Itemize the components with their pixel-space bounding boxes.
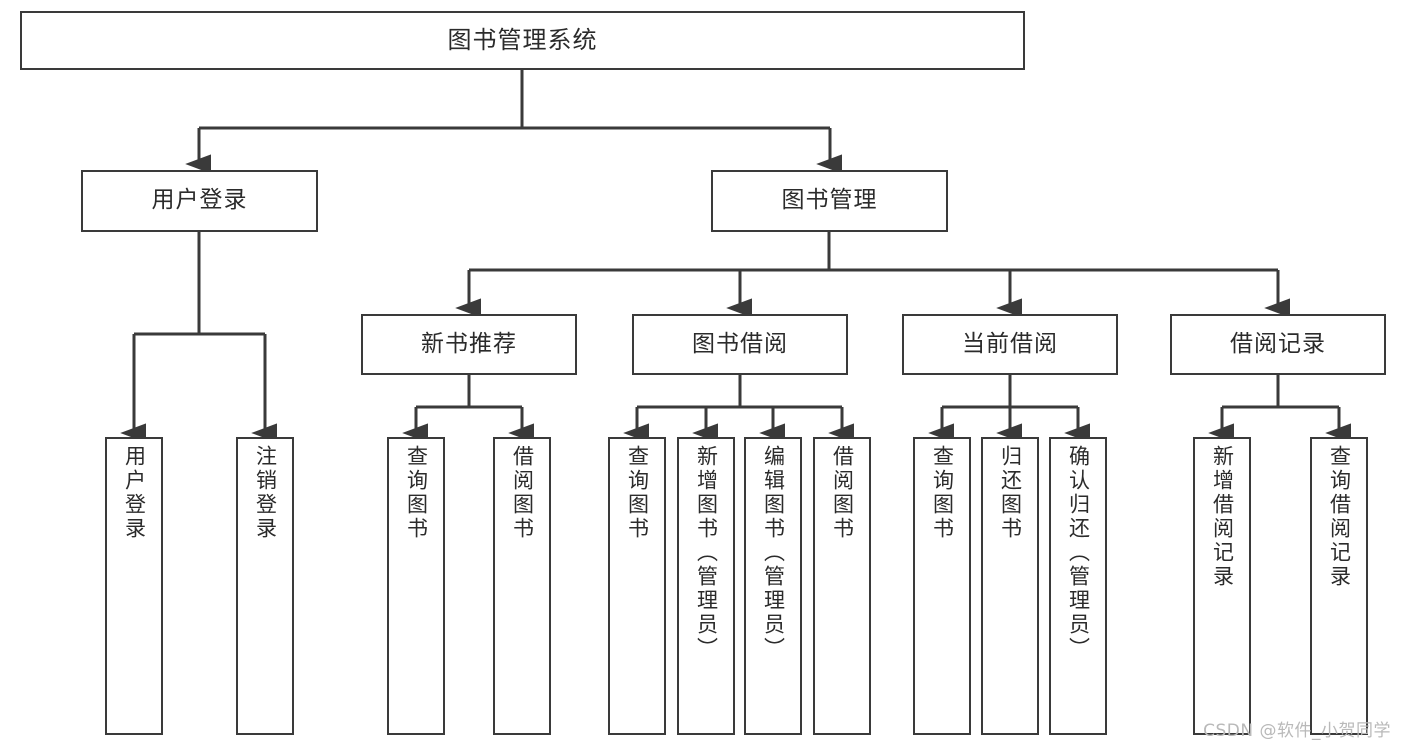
node-label: 确认归还（管理员） [1066,445,1091,661]
node-label: 图书借阅 [692,330,788,357]
node-label: 查询图书 [930,445,955,541]
leaf-add-book-admin[interactable]: 新增图书（管理员） [677,437,735,735]
leaf-edit-book-admin[interactable]: 编辑图书（管理员） [744,437,802,735]
node-label: 查询图书 [404,445,429,541]
node-label: 借阅图书 [510,445,535,541]
node-label: 新增图书（管理员） [694,445,719,661]
node-label: 图书管理系统 [447,26,598,55]
leaf-borrow-book-newbook[interactable]: 借阅图书 [493,437,551,735]
leaf-query-book-newbook[interactable]: 查询图书 [387,437,445,735]
node-label: 用户登录 [151,187,248,214]
node-label: 查询图书 [625,445,650,541]
node-book-borrow[interactable]: 图书借阅 [632,314,848,375]
node-root-system[interactable]: 图书管理系统 [20,11,1025,70]
node-label: 用户登录 [122,445,147,541]
node-user-login[interactable]: 用户登录 [81,170,318,232]
leaf-borrow-book[interactable]: 借阅图书 [813,437,871,735]
leaf-user-login[interactable]: 用户登录 [105,437,163,735]
leaf-query-borrow-record[interactable]: 查询借阅记录 [1310,437,1368,735]
leaf-confirm-return-admin[interactable]: 确认归还（管理员） [1049,437,1107,735]
leaf-user-logout[interactable]: 注销登录 [236,437,294,735]
node-label: 注销登录 [253,445,278,541]
node-label: 借阅记录 [1230,330,1326,357]
node-label: 当前借阅 [962,330,1058,357]
node-book-management[interactable]: 图书管理 [711,170,948,232]
node-new-book-recommend[interactable]: 新书推荐 [361,314,577,375]
leaf-return-book[interactable]: 归还图书 [981,437,1039,735]
node-current-borrow[interactable]: 当前借阅 [902,314,1118,375]
leaf-add-borrow-record[interactable]: 新增借阅记录 [1193,437,1251,735]
node-label: 归还图书 [998,445,1023,541]
node-label: 借阅图书 [830,445,855,541]
node-label: 图书管理 [781,187,878,214]
node-label: 查询借阅记录 [1327,445,1352,589]
node-borrow-record[interactable]: 借阅记录 [1170,314,1386,375]
node-label: 新书推荐 [421,330,517,357]
node-label: 编辑图书（管理员） [761,445,786,661]
leaf-query-book-current[interactable]: 查询图书 [913,437,971,735]
node-label: 新增借阅记录 [1210,445,1235,589]
leaf-query-book-borrow[interactable]: 查询图书 [608,437,666,735]
csdn-watermark: CSDN @软件_小贺同学 [1203,721,1391,741]
